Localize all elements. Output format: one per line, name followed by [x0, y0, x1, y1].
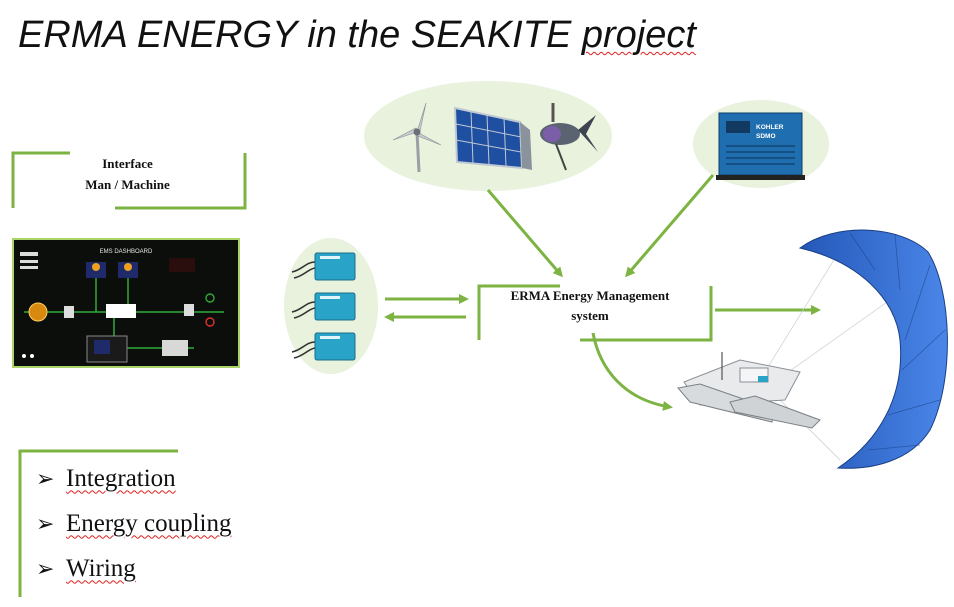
feature-list-bracket — [18, 449, 178, 597]
ems-label: ERMA Energy Management system — [490, 286, 690, 326]
interface-label: Interface Man / Machine — [60, 153, 195, 195]
arrow-bullet-icon: ➢ — [36, 465, 55, 491]
ems-bracket — [477, 284, 713, 342]
dashboard-graphic: EMS DASHBOARD — [20, 249, 224, 363]
battery-icon — [291, 292, 356, 321]
diesel-generator-icon: KOHLER SDMO — [716, 112, 805, 180]
ems-line2: system — [571, 308, 609, 323]
battery-icon — [291, 252, 356, 281]
dashboard-title: EMS DASHBOARD — [100, 249, 153, 255]
generator-brand-label: KOHLER — [756, 124, 784, 131]
feature-list: ➢ Integration ➢ Energy coupling ➢ Wiring — [36, 456, 231, 591]
renewables-to-ems-arrow — [486, 189, 563, 278]
battery-icon — [291, 332, 356, 361]
page-title: ERMA ENERGY in the SEAKITE project — [18, 14, 696, 56]
hydro-generator-icon — [540, 103, 598, 171]
interface-line1: Interface — [102, 156, 153, 171]
kite-icon — [798, 229, 948, 469]
interface-bracket — [11, 151, 247, 210]
list-item: ➢ Energy coupling — [36, 509, 232, 537]
interface-line2: Man / Machine — [85, 177, 170, 192]
catamaran-icon — [677, 352, 821, 429]
ems-line1: ERMA Energy Management — [510, 288, 670, 303]
ems-dashboard-thumbnail: EMS DASHBOARD — [12, 238, 240, 368]
generator-to-ems-arrow — [625, 174, 715, 278]
generator-model-label: SDMO — [756, 133, 776, 140]
list-item: ➢ Wiring — [36, 554, 136, 582]
ems-to-boat-arrow — [591, 332, 673, 411]
wind-turbine-icon — [392, 102, 442, 173]
arrow-bullet-icon: ➢ — [36, 555, 55, 581]
list-item: ➢ Integration — [36, 464, 176, 492]
arrow-bullet-icon: ➢ — [36, 510, 55, 536]
solar-panel-icon — [453, 106, 532, 170]
